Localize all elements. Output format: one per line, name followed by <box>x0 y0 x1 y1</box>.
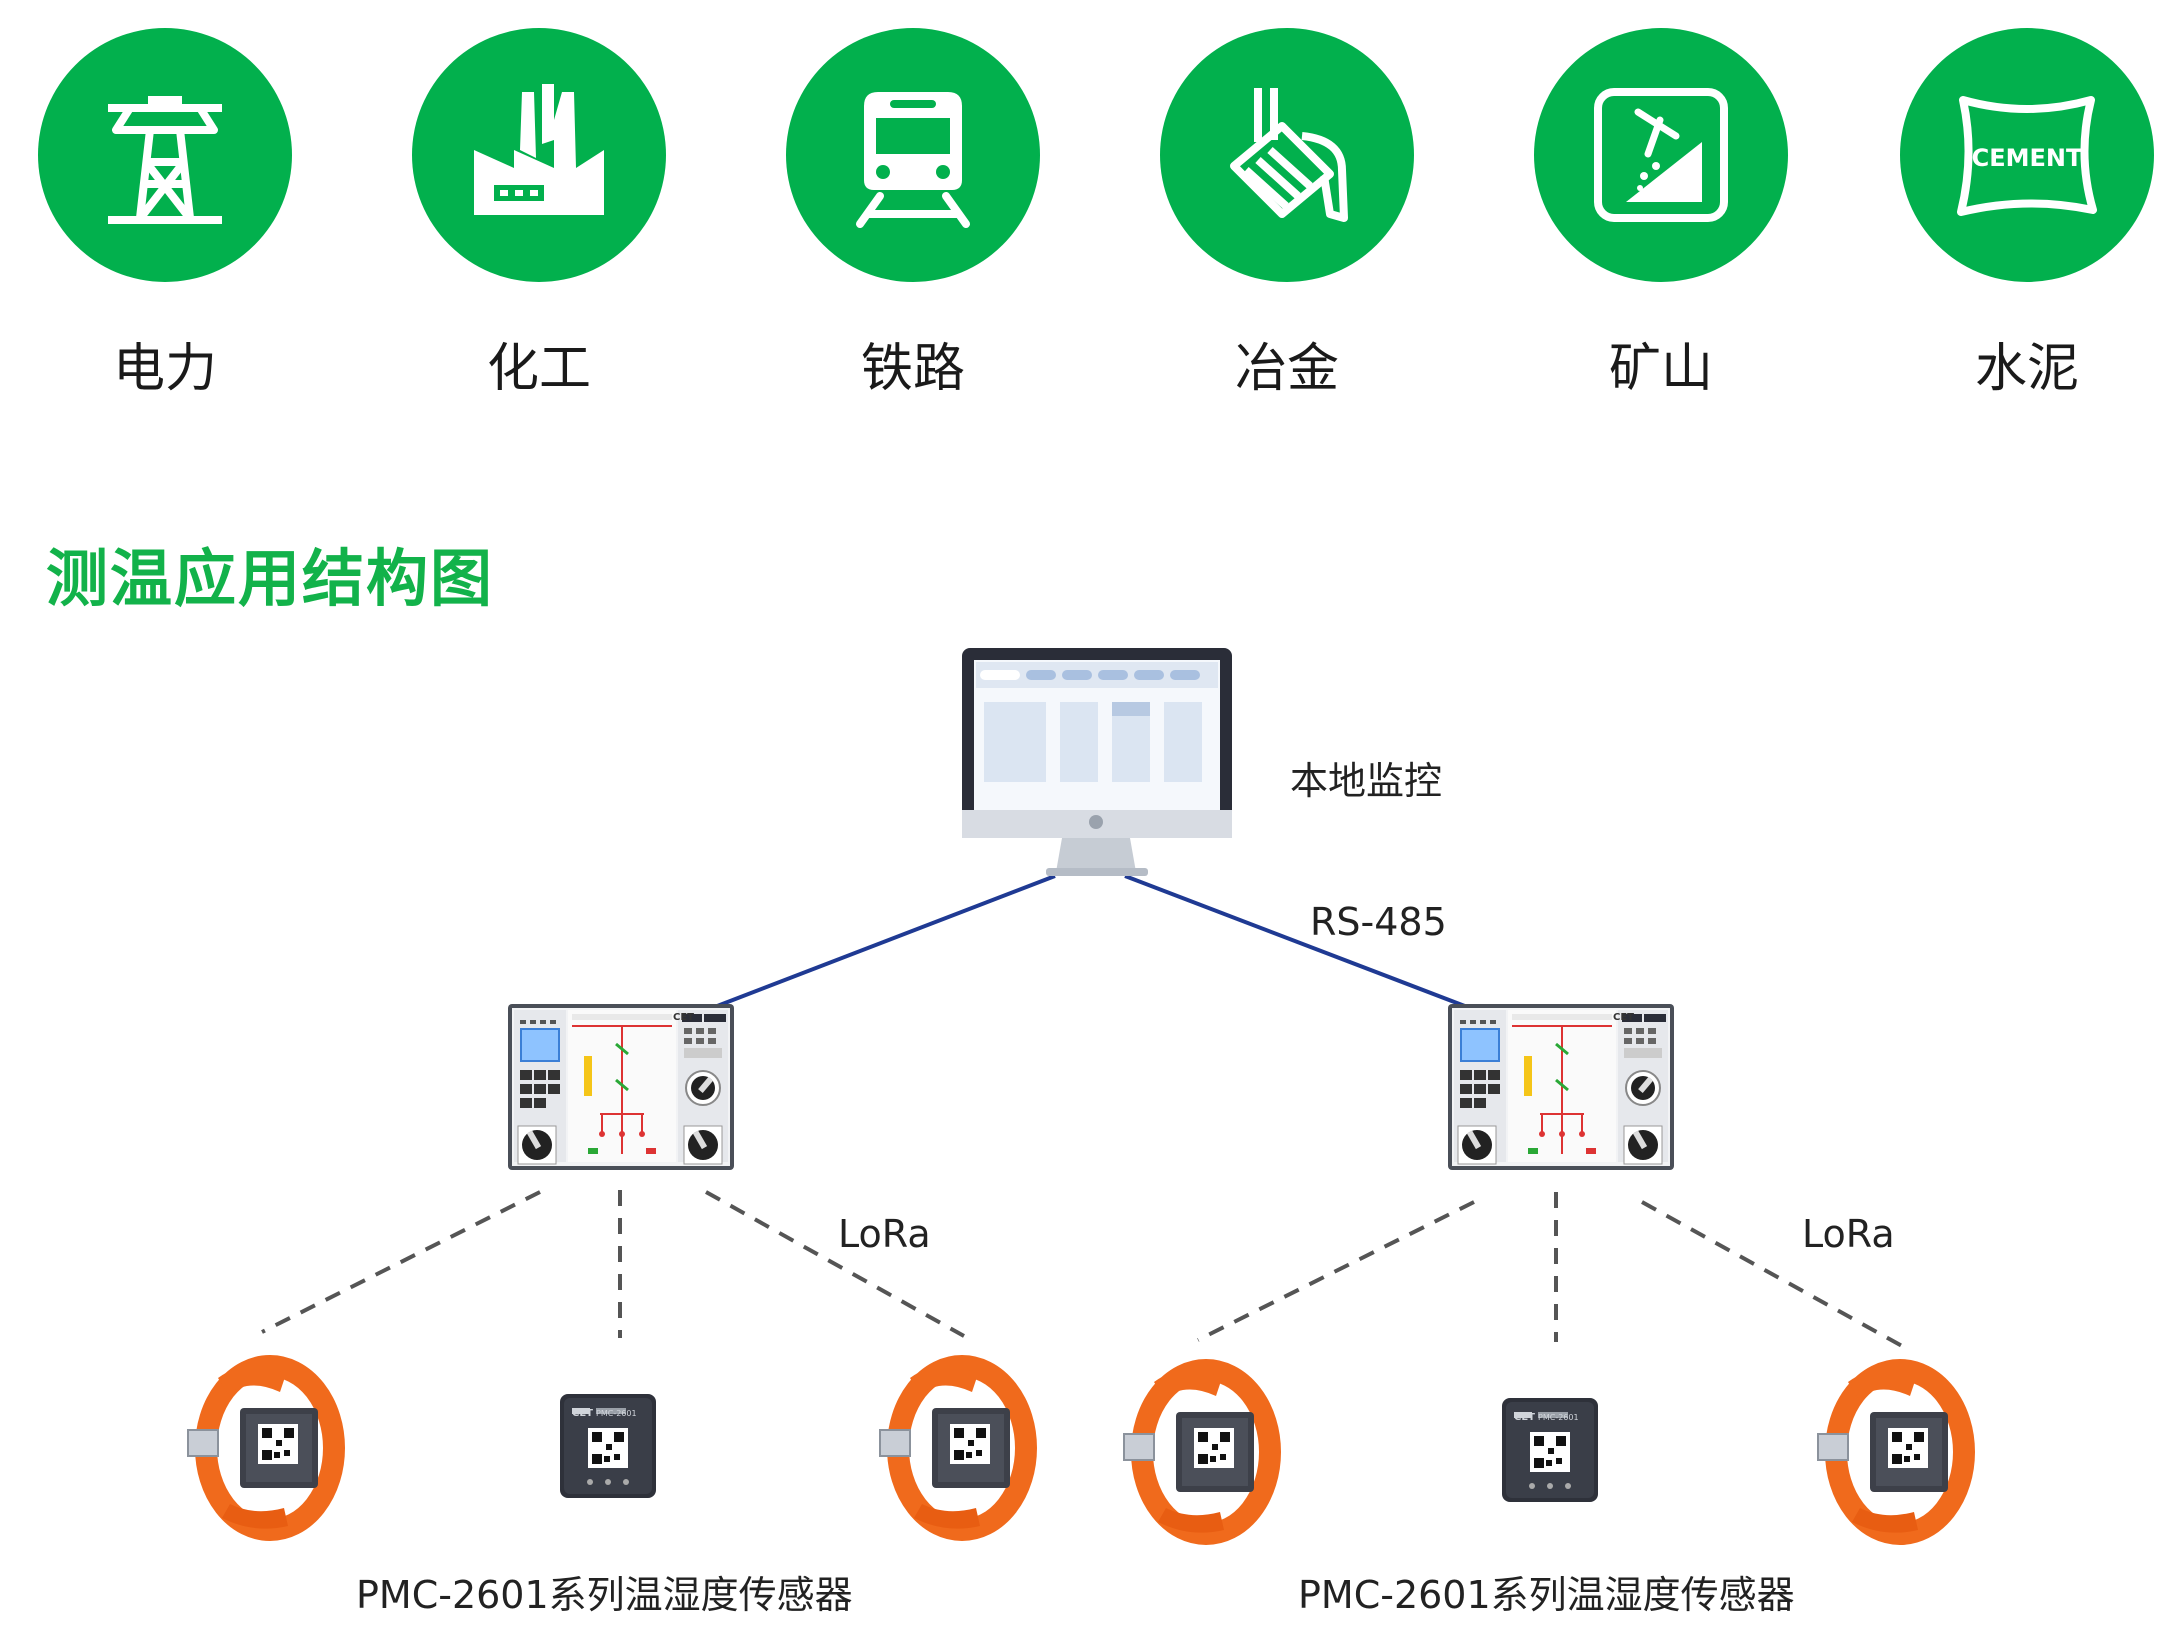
lora-label-left: LoRa <box>838 1212 931 1256</box>
industry-metallurgy-label: 冶金 <box>1234 339 1339 399</box>
monitor-icon <box>962 648 1232 876</box>
industry-metallurgy: 冶金 <box>1160 28 1414 401</box>
lora-line-right-1 <box>1197 1200 1475 1342</box>
clamp-sensor-left-2 <box>880 1366 1026 1530</box>
industry-railway: 铁路 <box>786 28 1040 401</box>
bus-label: RS-485 <box>1310 900 1447 944</box>
industry-power-label: 电力 <box>112 339 217 399</box>
train-icon <box>856 92 970 228</box>
bus-line-left <box>711 874 1056 1010</box>
monitor-label: 本地监控 <box>1290 759 1443 803</box>
cement-bag-icon: CEMENT <box>1957 96 2097 216</box>
clamp-sensor-right-2 <box>1818 1370 1964 1534</box>
industry-mining: 矿山 <box>1534 28 1788 401</box>
box-sensor-left-model: PMC-2601 <box>596 1409 637 1418</box>
section-title: 测温应用结构图 <box>46 542 495 615</box>
box-sensor-right-model: PMC-2601 <box>1538 1413 1579 1422</box>
box-sensor-right-brand: CET <box>1514 1412 1535 1423</box>
industry-power-circle <box>38 28 292 282</box>
industry-metallurgy-circle <box>1160 28 1414 282</box>
industry-mining-label: 矿山 <box>1608 339 1713 399</box>
clamp-sensor-left-1 <box>188 1366 334 1530</box>
factory-icon <box>474 84 604 215</box>
industry-chemical-circle <box>412 28 666 282</box>
sensor-group-label-right: PMC-2601系列温湿度传感器 <box>1298 1573 1795 1617</box>
power-tower-icon <box>108 96 222 224</box>
bus-line-right <box>1124 874 1471 1010</box>
box-sensor-left-brand: CET <box>572 1408 593 1419</box>
controller-left-brand: CET <box>673 1012 694 1023</box>
industry-railway-label: 铁路 <box>860 339 965 399</box>
controller-device-right <box>1446 1002 1676 1172</box>
mining-pickaxe-icon <box>1594 88 1728 222</box>
industry-power: 电力 <box>38 28 292 401</box>
controller-right-brand: CET <box>1613 1012 1634 1023</box>
industry-cement-circle: CEMENT <box>1900 28 2154 282</box>
industry-railway-circle <box>786 28 1040 282</box>
industry-cement-label: 水泥 <box>1974 339 2079 399</box>
controller-device-left <box>506 1002 736 1172</box>
industry-cement: CEMENT 水泥 <box>1900 28 2154 401</box>
lora-label-right: LoRa <box>1802 1212 1895 1256</box>
industry-chemical: 化工 <box>412 28 666 401</box>
industry-mining-circle <box>1534 28 1788 282</box>
industry-chemical-label: 化工 <box>486 339 591 399</box>
ladle-pouring-icon <box>1230 88 1348 222</box>
lora-line-left-1 <box>261 1190 541 1334</box>
sensor-group-label-left: PMC-2601系列温湿度传感器 <box>356 1573 853 1617</box>
lora-line-right-3 <box>1641 1200 1903 1348</box>
clamp-sensor-right-1 <box>1124 1370 1270 1534</box>
lora-line-left-3 <box>705 1190 965 1338</box>
cement-bag-text: CEMENT <box>1972 144 2083 172</box>
